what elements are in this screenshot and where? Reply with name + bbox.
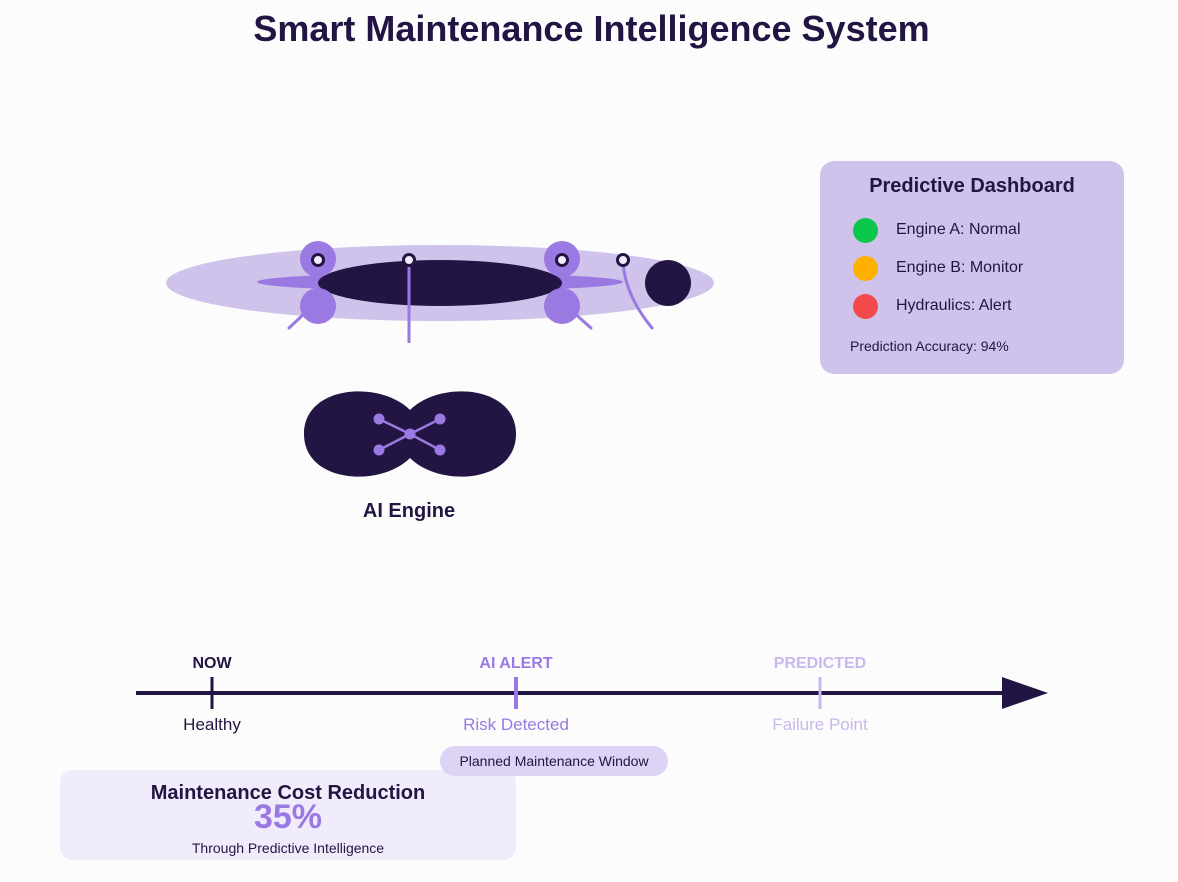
sensor-line-nose: [621, 260, 654, 330]
engine-left-bottom: [300, 288, 336, 324]
neural-node: [434, 444, 446, 456]
maintenance-window-badge: Planned Maintenance Window: [440, 746, 668, 776]
ai-engine-label: AI Engine: [362, 500, 456, 522]
neural-node: [434, 413, 446, 425]
status-dot-icon: [853, 256, 878, 281]
sensor-line-left: [287, 310, 308, 330]
predictive-dashboard: Predictive Dashboard Engine A: Normal En…: [820, 161, 1124, 374]
timeline-sublabel-failure: Failure Point: [772, 715, 868, 734]
status-dot-icon: [853, 218, 878, 243]
sensor-node: [616, 253, 630, 267]
timeline-label-now: NOW: [192, 655, 232, 672]
timeline: [136, 677, 1048, 709]
cost-subtitle: Through Predictive Intelligence: [191, 840, 385, 856]
sensor-line-right: [571, 310, 593, 330]
timeline-sublabel-risk: Risk Detected: [463, 715, 569, 734]
cost-value: 35%: [253, 798, 323, 836]
aircraft-nose: [645, 260, 691, 306]
status-dot-icon: [853, 294, 878, 319]
dashboard-item-label: Engine A: Normal: [896, 221, 1021, 238]
dashboard-item-label: Hydraulics: Alert: [896, 297, 1012, 314]
cost-reduction-card: Maintenance Cost Reduction 35% Through P…: [60, 770, 516, 860]
timeline-sublabel-healthy: Healthy: [183, 715, 241, 734]
neural-node-center: [404, 428, 416, 440]
timeline-label-predicted: PREDICTED: [773, 655, 867, 672]
aircraft-fuselage: [318, 260, 562, 306]
dashboard-title: Predictive Dashboard: [869, 175, 1075, 197]
page-title: Smart Maintenance Intelligence System: [253, 8, 930, 49]
neural-node: [373, 444, 385, 456]
sensor-node: [311, 253, 325, 267]
cost-title: Maintenance Cost Reduction: [150, 782, 426, 804]
timeline-arrow-icon: [1002, 677, 1048, 709]
prediction-accuracy: Prediction Accuracy: 94%: [850, 338, 1009, 354]
neural-network-icon: [304, 391, 516, 477]
sensor-node: [555, 253, 569, 267]
neural-node: [373, 413, 385, 425]
timeline-label-ai-alert: AI ALERT: [479, 655, 553, 672]
sensor-node: [402, 253, 416, 267]
aircraft-with-sensors-icon: [166, 241, 714, 343]
engine-right-bottom: [544, 288, 580, 324]
dashboard-item-label: Engine B: Monitor: [896, 259, 1024, 276]
